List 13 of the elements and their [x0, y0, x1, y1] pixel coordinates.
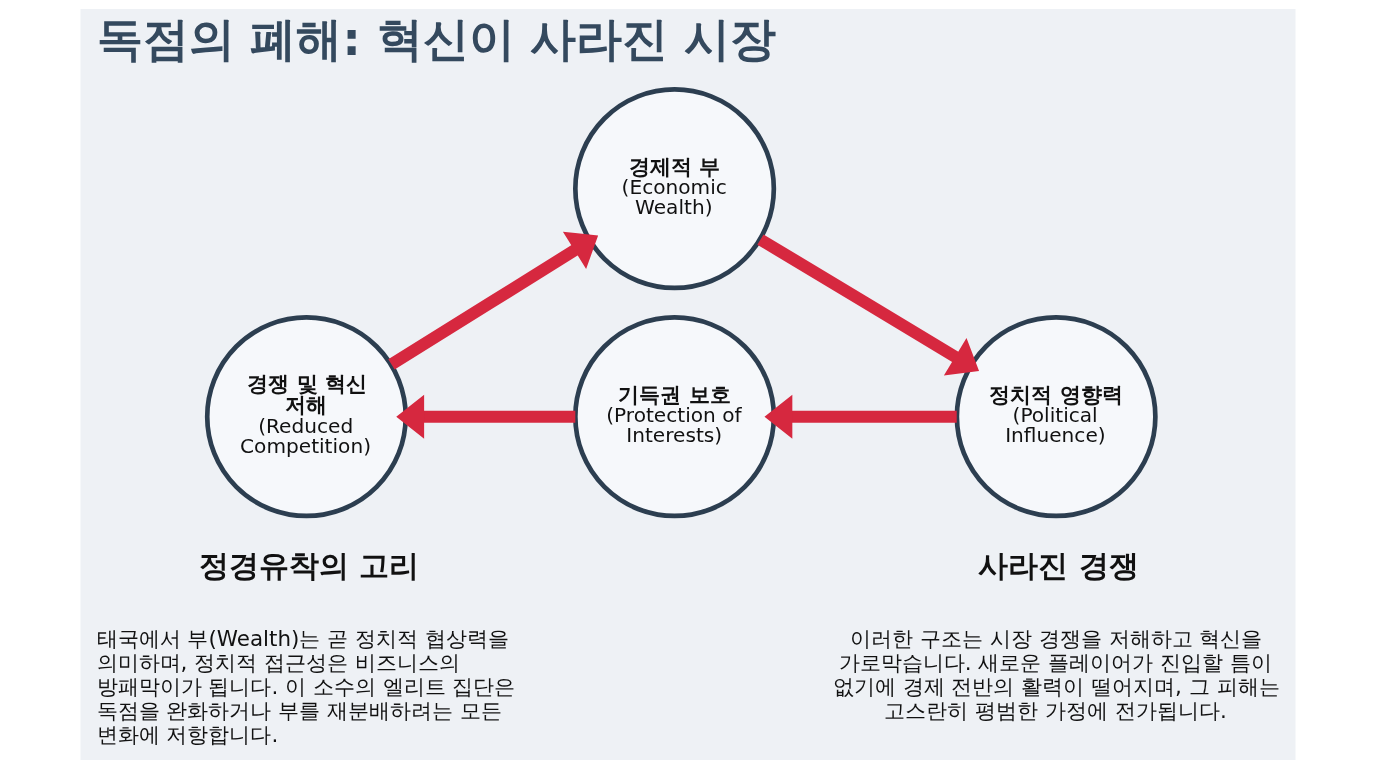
- label: 이러한 구조는 시장 경쟁을 저해하고 혁신을 가로막습니다. 새로운 플레이어가 진입할 틈이 없기에 경제 전반의 활력이 떨어지며, 그 피해는 고스란히 평범한 가정에 전가됩니다.: [832, 625, 1280, 723]
- node-circle: 기득권 보호 (Protection of Interests): [573, 314, 777, 518]
- node-circle: 경제적 부 (Economic Wealth): [573, 86, 777, 290]
- diagram-title: 독점의 폐해: 혁신이 사라진 시장: [96, 12, 777, 66]
- arrow: [764, 394, 957, 439]
- arrow: [757, 233, 980, 376]
- node-circle: 경쟁 및 혁신 저해 (Reduced Competition): [204, 314, 409, 518]
- arrow: [396, 394, 576, 439]
- label: 정경유착의 고리: [199, 548, 420, 583]
- node-circle: 정치적 영향력 (Political Influence): [954, 314, 1158, 518]
- label: 사라진 경쟁: [978, 548, 1139, 583]
- arrow: [388, 231, 599, 370]
- label: 태국에서 부(Wealth)는 곧 정치적 협상력을 의미하며, 정치적 접근성은 비즈니스의 방패막이가 됩니다. 이 소수의 엘리트 집단은 독점을 완화하거나 부를 재분배하려는 모든 변화에 저항합니다.: [96, 625, 516, 747]
